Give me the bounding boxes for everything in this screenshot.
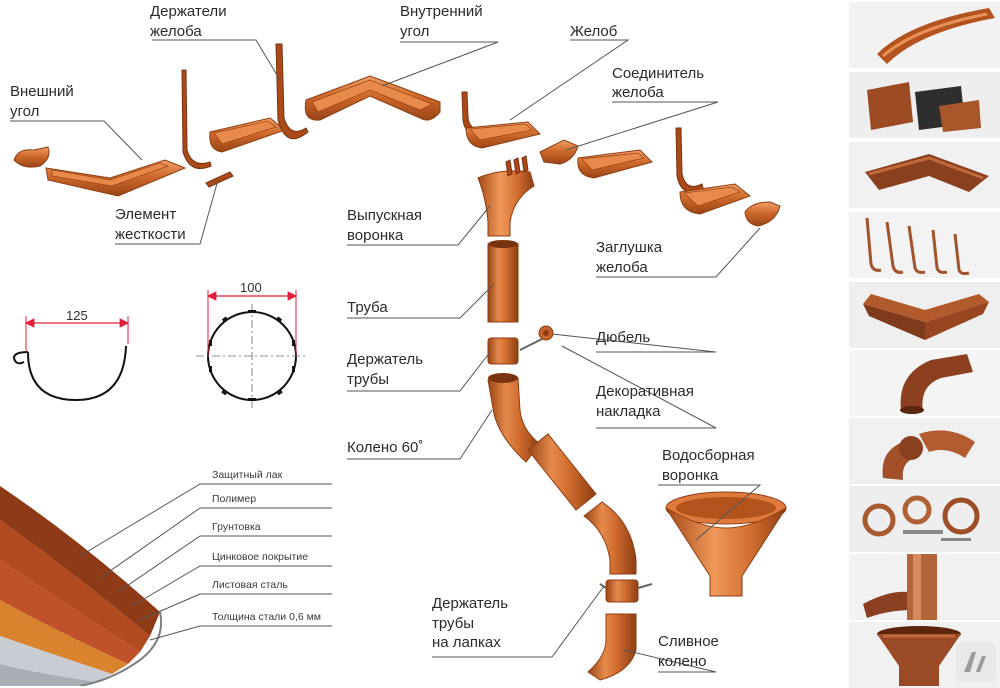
right-end-cap: [744, 201, 781, 227]
label-inner-corner-1: Внутренний: [400, 3, 483, 20]
label-gutter-connector-2: желоба: [612, 84, 664, 101]
label-gutter: Желоб: [570, 23, 617, 40]
inner-corner-part: [304, 75, 441, 121]
material-layers-drawing: Защитный лак Полимер Грунтовка Цинковое …: [0, 469, 332, 686]
label-pipe-holder-legs-1: Держатель: [432, 595, 508, 612]
part-labels: Внешний угол Держатели желоба Внутренний…: [10, 3, 755, 670]
stiffener-part: [205, 171, 234, 188]
dowel-part: [519, 325, 554, 351]
gutter-segment-3: [577, 149, 653, 179]
pipe-holder-legs-part: [599, 579, 653, 603]
label-pipe-holder-legs-3: на лапках: [432, 634, 501, 651]
gutter-holder-4: [675, 127, 704, 193]
label-decor-cover-1: Декоративная: [596, 383, 694, 400]
pipe-holders-photo-icon: [849, 486, 1000, 552]
gutter-holder-1: [181, 69, 212, 169]
layer-leaders: [79, 483, 332, 641]
left-end-cap: [13, 146, 50, 168]
elbow-60-part: [487, 373, 541, 463]
inner-corner-photo-icon: [849, 282, 1000, 348]
label-outer-corner-1: Внешний: [10, 83, 74, 100]
label-collector-funnel-1: Водосборная: [662, 447, 755, 464]
collector-funnel-part: [665, 491, 787, 597]
elbow-photo-icon: [849, 350, 1000, 416]
label-stiffener-2: жесткости: [115, 226, 186, 243]
label-gutter-holders-2: желоба: [150, 23, 202, 40]
layer-steel-label: Листовая сталь: [212, 579, 288, 591]
lower-elbow-part: [583, 501, 637, 575]
label-drain-elbow-1: Сливное: [658, 633, 719, 650]
outer-corner-photo-icon: [849, 142, 1000, 208]
leader-lines: [10, 39, 762, 673]
gutter-segment-4: [679, 183, 752, 215]
product-photo-gallery: [849, 0, 1000, 688]
double-elbow-photo-icon: [849, 418, 1000, 484]
label-drain-elbow-2: колено: [658, 653, 706, 670]
drain-elbow-part: [587, 613, 637, 681]
label-inner-corner-2: угол: [400, 23, 429, 40]
funnel-photo-icon: [849, 622, 1000, 688]
gutter-holders-photo-icon: [849, 212, 1000, 278]
gutter-connector-part: [539, 139, 579, 165]
label-gutter-holders-1: Держатели: [150, 3, 227, 20]
gutter-chain: [13, 43, 781, 227]
label-pipe-holder-legs-2: трубы: [432, 615, 474, 632]
label-outlet-funnel-1: Выпускная: [347, 207, 422, 224]
gutter-segment-2: [465, 121, 541, 149]
layer-polymer-label: Полимер: [212, 493, 256, 505]
label-pipe-holder-1: Держатель: [347, 351, 423, 368]
pipe-profile-drawing: 100: [196, 280, 308, 410]
label-end-cap-2: желоба: [596, 259, 648, 276]
label-pipe: Труба: [347, 299, 388, 316]
pipe-diameter-value: 100: [240, 280, 262, 295]
label-dowel: Дюбель: [596, 329, 650, 346]
outer-corner-part: [45, 159, 187, 197]
label-gutter-connector-1: Соединитель: [612, 65, 704, 82]
label-collector-funnel-2: воронка: [662, 467, 719, 484]
layer-zinc-label: Цинковое покрытие: [212, 551, 308, 563]
label-outer-corner-2: угол: [10, 103, 39, 120]
watermark-logo: [956, 642, 996, 682]
layer-lacquer-label: Защитный лак: [212, 469, 283, 481]
gutter-connector-photo-icon: [849, 72, 1000, 138]
gutter-holder-2: [275, 43, 309, 140]
pipe-photo-icon: [849, 554, 1000, 620]
gutter-photo-icon: [849, 2, 1000, 68]
label-end-cap-1: Заглушка: [596, 239, 663, 256]
label-decor-cover-2: накладка: [596, 403, 661, 420]
gutter-profile-drawing: 125: [12, 308, 130, 402]
layer-thickness-label: Толщина стали 0,6 мм: [212, 611, 321, 623]
gutter-segment-1: [209, 117, 287, 153]
gutter-width-value: 125: [66, 308, 88, 323]
downpipe-stack: [477, 155, 653, 681]
label-stiffener-1: Элемент: [115, 206, 176, 223]
label-pipe-holder-2: трубы: [347, 371, 389, 388]
layer-primer-label: Грунтовка: [212, 521, 261, 533]
label-outlet-funnel-2: воронка: [347, 227, 404, 244]
outlet-funnel-part: [477, 155, 535, 237]
middle-pipe-part: [527, 433, 597, 511]
pipe-holder-part: [487, 337, 519, 365]
pipe-part: [487, 240, 519, 323]
label-elbow: Колено 60˚: [347, 439, 423, 456]
